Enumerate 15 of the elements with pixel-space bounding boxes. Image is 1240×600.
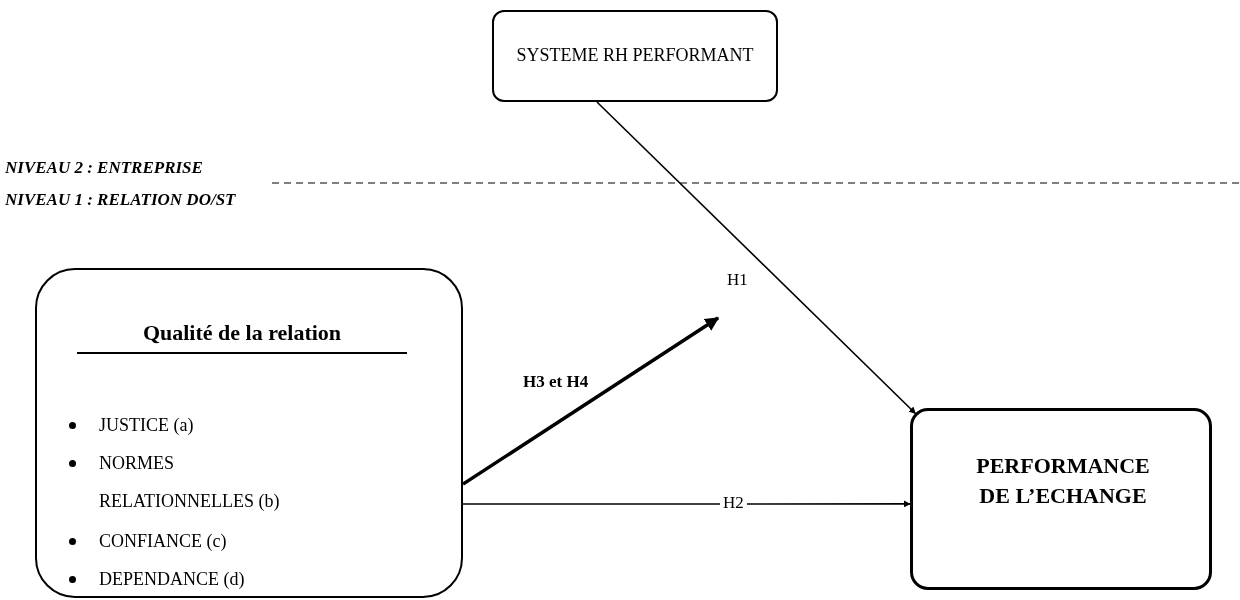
level-label: NIVEAU 2 : ENTREPRISE [5, 158, 203, 178]
node-label: PERFORMANCE DE L’ECHANGE [975, 452, 1151, 510]
arrow [596, 101, 917, 415]
construct-box [35, 268, 463, 598]
node-label: SYSTEME RH PERFORMANT [515, 45, 755, 66]
bullet-item: JUSTICE (a) [99, 414, 194, 437]
bullet-item: DEPENDANCE (d) [99, 568, 245, 591]
box-heading: Qualité de la relation [77, 320, 407, 354]
arrow [462, 500, 911, 508]
arrow [462, 316, 720, 486]
bullet-item: NORMES RELATIONNELLES (b) [99, 452, 281, 513]
bullet-item: CONFIANCE (c) [99, 530, 227, 553]
process-box [492, 10, 778, 102]
level-label: NIVEAU 1 : RELATION DO/ST [5, 190, 236, 210]
process-box [910, 408, 1212, 590]
